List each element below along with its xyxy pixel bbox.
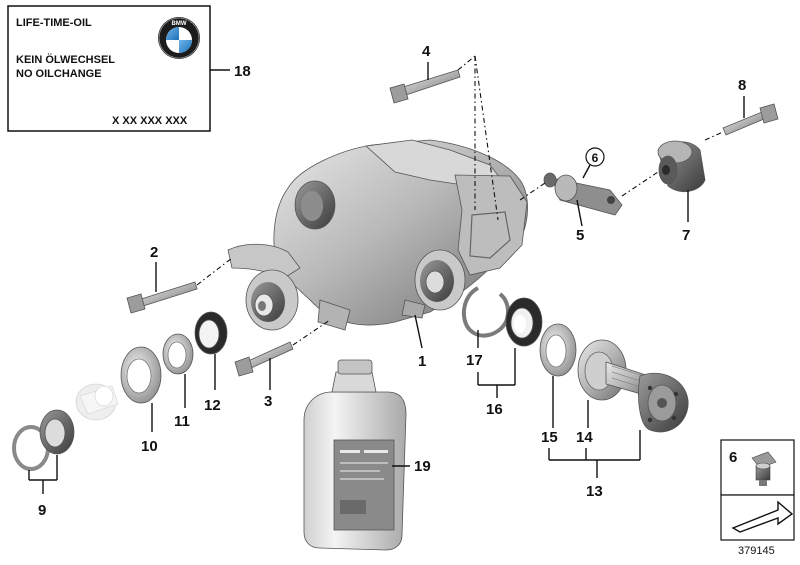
callout-9: 9 bbox=[38, 502, 46, 519]
callout-4: 4 bbox=[422, 43, 431, 60]
shaft-seal-16: 16 bbox=[477, 297, 543, 418]
callout-7: 7 bbox=[682, 227, 690, 244]
rubber-mount-7: 7 bbox=[621, 140, 706, 244]
differential-housing: 1 bbox=[227, 139, 528, 370]
callout-2: 2 bbox=[150, 244, 158, 261]
callout-10: 10 bbox=[141, 438, 158, 455]
mount-bracket-5: 5 6 bbox=[519, 147, 623, 244]
oil-label-line1: LIFE-TIME-OIL bbox=[16, 17, 92, 29]
bolt-4: 4 bbox=[389, 43, 499, 221]
legend-bushing-icon bbox=[751, 451, 777, 486]
oil-label-line2: KEIN ÖLWECHSEL bbox=[16, 53, 115, 66]
callout-17: 17 bbox=[466, 352, 483, 369]
bottle-label bbox=[333, 439, 395, 531]
leader-5 bbox=[576, 199, 583, 227]
oil-label-line3: NO OILCHANGE bbox=[16, 68, 102, 80]
legend-box: 6 bbox=[720, 439, 795, 541]
oil-label-part-number: X XX XXX XXX bbox=[112, 115, 188, 127]
legend-ref-number: 6 bbox=[729, 449, 737, 466]
oil-label-box: LIFE-TIME-OIL KEIN ÖLWECHSEL NO OILCHANG… bbox=[7, 5, 251, 132]
spacer-faded bbox=[75, 383, 119, 421]
diagram-id: 379145 bbox=[738, 545, 775, 557]
circlip-17: 17 bbox=[461, 286, 510, 369]
callout-15: 15 bbox=[541, 429, 558, 446]
washer-10: 10 bbox=[120, 346, 162, 455]
output-flange-14: 14 bbox=[576, 339, 689, 446]
callout-18: 18 bbox=[234, 63, 251, 80]
oil-bottle-19: 19 bbox=[303, 359, 431, 551]
callout-11: 11 bbox=[174, 413, 190, 430]
callout-5: 5 bbox=[576, 227, 584, 244]
group-13: 13 bbox=[548, 430, 641, 500]
bearing-9: 9 bbox=[12, 409, 75, 519]
callout-16: 16 bbox=[486, 401, 503, 418]
callout-3: 3 bbox=[264, 393, 272, 410]
seal-12: 12 bbox=[194, 311, 228, 414]
leader-1 bbox=[414, 314, 423, 349]
bmw-logo-text: BMW bbox=[172, 21, 187, 27]
callout-6-circle bbox=[585, 147, 605, 167]
shim-ring-15: 15 bbox=[539, 323, 577, 446]
bmw-logo-icon: BMW bbox=[158, 17, 200, 59]
callout-1: 1 bbox=[418, 353, 426, 370]
bottle-cap bbox=[337, 359, 373, 375]
callout-8: 8 bbox=[738, 77, 746, 94]
callout-14: 14 bbox=[576, 429, 593, 446]
bolt-8: 8 bbox=[704, 77, 779, 141]
callout-19: 19 bbox=[414, 458, 431, 475]
callout-12: 12 bbox=[204, 397, 221, 414]
shim-11: 11 bbox=[162, 333, 194, 430]
bolt-3: 3 bbox=[234, 319, 331, 410]
callout-6: 6 bbox=[592, 151, 599, 165]
arrow-icon bbox=[731, 500, 794, 533]
callout-13: 13 bbox=[586, 483, 603, 500]
bolt-2: 2 bbox=[126, 244, 233, 314]
